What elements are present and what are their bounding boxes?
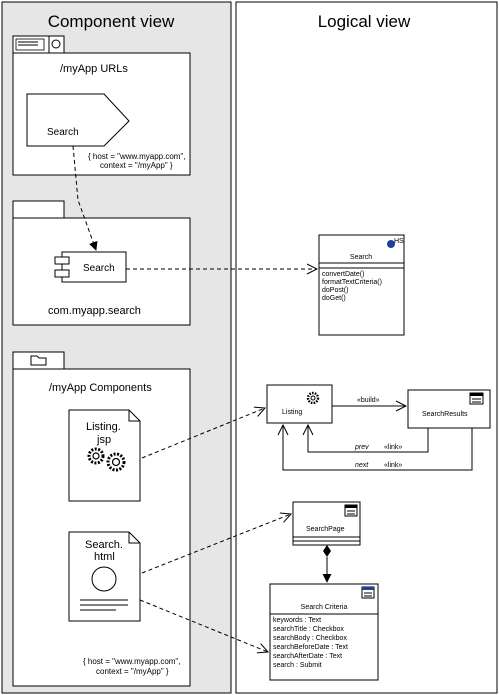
search-url-node[interactable]: Search [26, 93, 130, 147]
prev-role-label: prev [354, 444, 369, 451]
components-package: /myApp Components [12, 351, 191, 687]
search-criteria-field: search : Submit [273, 662, 322, 669]
listing-class[interactable]: Listing [266, 384, 333, 424]
search-class-name: Search [350, 254, 372, 261]
composition-association [322, 545, 332, 583]
search-results-class-name: SearchResults [422, 411, 468, 418]
search-page-class-name: SearchPage [306, 526, 345, 533]
servlet-icon [387, 240, 395, 248]
html-realizes-search-page [141, 514, 291, 574]
listing-jsp-label-line2: jsp [96, 434, 111, 446]
components-package-label: /myApp Components [49, 382, 152, 394]
gears-icon [87, 447, 126, 472]
search-class-op: doPost() [322, 287, 348, 294]
search-html-label-line1: Search. [85, 539, 123, 551]
search-criteria-field: searchBeforeDate : Text [273, 644, 348, 651]
build-label: «build» [357, 397, 380, 404]
html-page-icon [91, 566, 117, 592]
urls-tagged-values-line1: { host = "www.myapp.com", [88, 152, 186, 161]
search-package-name: com.myapp.search [48, 305, 141, 317]
search-criteria-field: searchAfterDate : Text [273, 653, 342, 660]
gear-icon [306, 391, 320, 405]
form-icon [469, 392, 484, 405]
search-criteria-class-name: Search Criteria [301, 604, 348, 611]
urls-package-label: /myApp URLs [60, 63, 128, 75]
search-html-artifact[interactable]: Search. html [68, 531, 141, 622]
search-page-class[interactable]: SearchPage [292, 501, 361, 546]
search-criteria-field: searchTitle : Checkbox [273, 626, 344, 633]
search-criteria-field: searchBody : Checkbox [273, 635, 347, 642]
search-class[interactable]: Search HS convertDate() formatTextCriter… [318, 234, 405, 336]
form-icon [361, 586, 375, 599]
next-role-label: next [355, 462, 369, 469]
search-class-op: formatTextCriteria() [322, 279, 382, 286]
html-realizes-search-criteria [139, 599, 268, 652]
next-link-stereotype: «link» [384, 462, 402, 469]
logical-view-panel: Logical view [235, 1, 498, 694]
jsp-realizes-listing [141, 408, 265, 459]
search-results-class[interactable]: SearchResults [407, 389, 491, 429]
prev-link-association [308, 425, 429, 453]
search-criteria-field: keywords : Text [273, 617, 321, 624]
search-component-label: Search [83, 263, 115, 274]
search-class-op: convertDate() [322, 271, 364, 278]
prev-link-stereotype: «link» [384, 444, 402, 451]
listing-jsp-artifact[interactable]: Listing. jsp [68, 409, 141, 502]
components-tagged-values-line1: { host = "www.myapp.com", [83, 657, 181, 666]
search-url-node-label: Search [47, 127, 79, 138]
globe-icon [51, 39, 61, 49]
next-link-association [283, 425, 473, 471]
component-view-title: Component view [48, 12, 175, 31]
form-icon [344, 504, 358, 517]
search-class-badge: HS [394, 238, 404, 245]
search-class-op: doGet() [322, 295, 346, 302]
urls-tagged-values-line2: context = "/myApp" } [100, 161, 173, 170]
listing-class-name: Listing [282, 409, 302, 416]
components-tagged-values-line2: context = "/myApp" } [96, 667, 169, 676]
search-html-label-line2: html [94, 551, 115, 563]
folder-icon [30, 355, 47, 366]
logical-view-title: Logical view [318, 12, 411, 31]
search-component[interactable]: Search [54, 251, 127, 283]
listing-jsp-label-line1: Listing. [86, 421, 121, 433]
search-criteria-class[interactable]: Search Criteria keywords : Text searchTi… [269, 583, 379, 681]
